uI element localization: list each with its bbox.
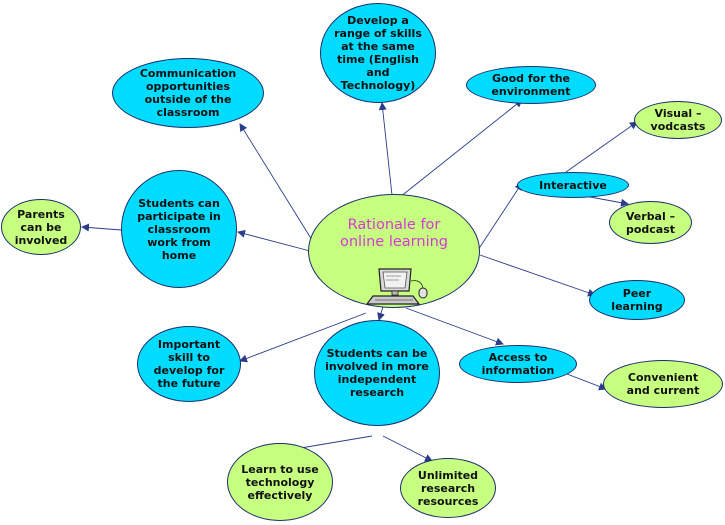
- node-independent-research[interactable]: Students can be involved in more indepen…: [314, 320, 440, 426]
- center-title: Rationale for online learning: [340, 217, 448, 250]
- link-communication: [239, 123, 313, 241]
- link-parents: [81, 223, 122, 232]
- link-students-participate: [237, 229, 311, 252]
- node-develop-skills[interactable]: Develop a range of skills at the same ti…: [320, 3, 436, 103]
- node-parents[interactable]: Parents can be involved: [1, 199, 81, 255]
- link-peer: [479, 254, 596, 297]
- link-important-skill: [239, 312, 367, 363]
- node-communication[interactable]: Communication opportunities outside of t…: [112, 58, 264, 128]
- node-students-participate[interactable]: Students can participate in classroom wo…: [121, 170, 237, 288]
- node-visual[interactable]: Visual – vodcasts: [634, 101, 722, 139]
- link-verbal: [584, 195, 629, 207]
- node-convenient[interactable]: Convenient and current: [603, 360, 723, 408]
- node-interactive[interactable]: Interactive: [517, 172, 629, 198]
- link-convenient: [566, 373, 607, 391]
- link-visual: [565, 121, 638, 173]
- link-interactive: [477, 182, 523, 251]
- node-environment[interactable]: Good for the environment: [466, 66, 596, 104]
- node-verbal[interactable]: Verbal – podcast: [609, 201, 692, 244]
- computer-icon: [365, 268, 428, 305]
- link-access-info: [405, 307, 504, 346]
- link-develop-skills: [378, 102, 393, 196]
- link-unlimited: [382, 435, 433, 462]
- node-peer[interactable]: Peer learning: [589, 280, 685, 320]
- node-unlimited[interactable]: Unlimited research resources: [400, 458, 496, 518]
- node-learn-tech[interactable]: Learn to use technology effectively: [227, 443, 333, 521]
- link-environment: [399, 99, 523, 198]
- node-important-skill[interactable]: Important skill to develop for the futur…: [137, 326, 241, 402]
- node-access-info[interactable]: Access to information: [459, 345, 577, 383]
